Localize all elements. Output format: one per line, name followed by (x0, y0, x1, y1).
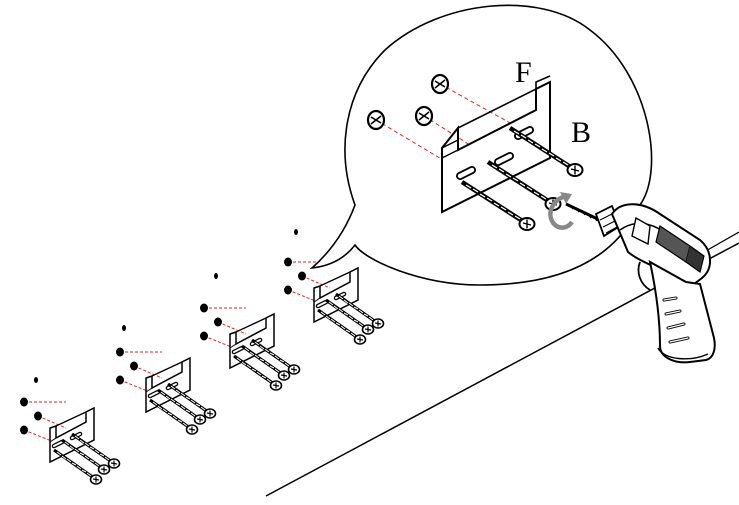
anchor-dot (34, 377, 38, 383)
rotate-arrow-icon (548, 192, 574, 230)
bracket-set-3 (200, 304, 300, 391)
bracket-set-1 (20, 398, 120, 485)
guide-line-mid (423, 115, 501, 165)
back-label: B (571, 116, 592, 149)
front-label: F (515, 56, 532, 89)
bracket-set-4 (284, 258, 384, 345)
wall-plug-icon (414, 105, 434, 127)
wall-plug-icon (366, 109, 386, 131)
anchor-dot (214, 273, 218, 279)
anchor-dot (122, 325, 126, 331)
bracket-set-2 (116, 348, 216, 435)
anchor-dot (294, 229, 298, 235)
wall-plug-icon (430, 73, 450, 95)
power-drill-icon (565, 202, 716, 364)
